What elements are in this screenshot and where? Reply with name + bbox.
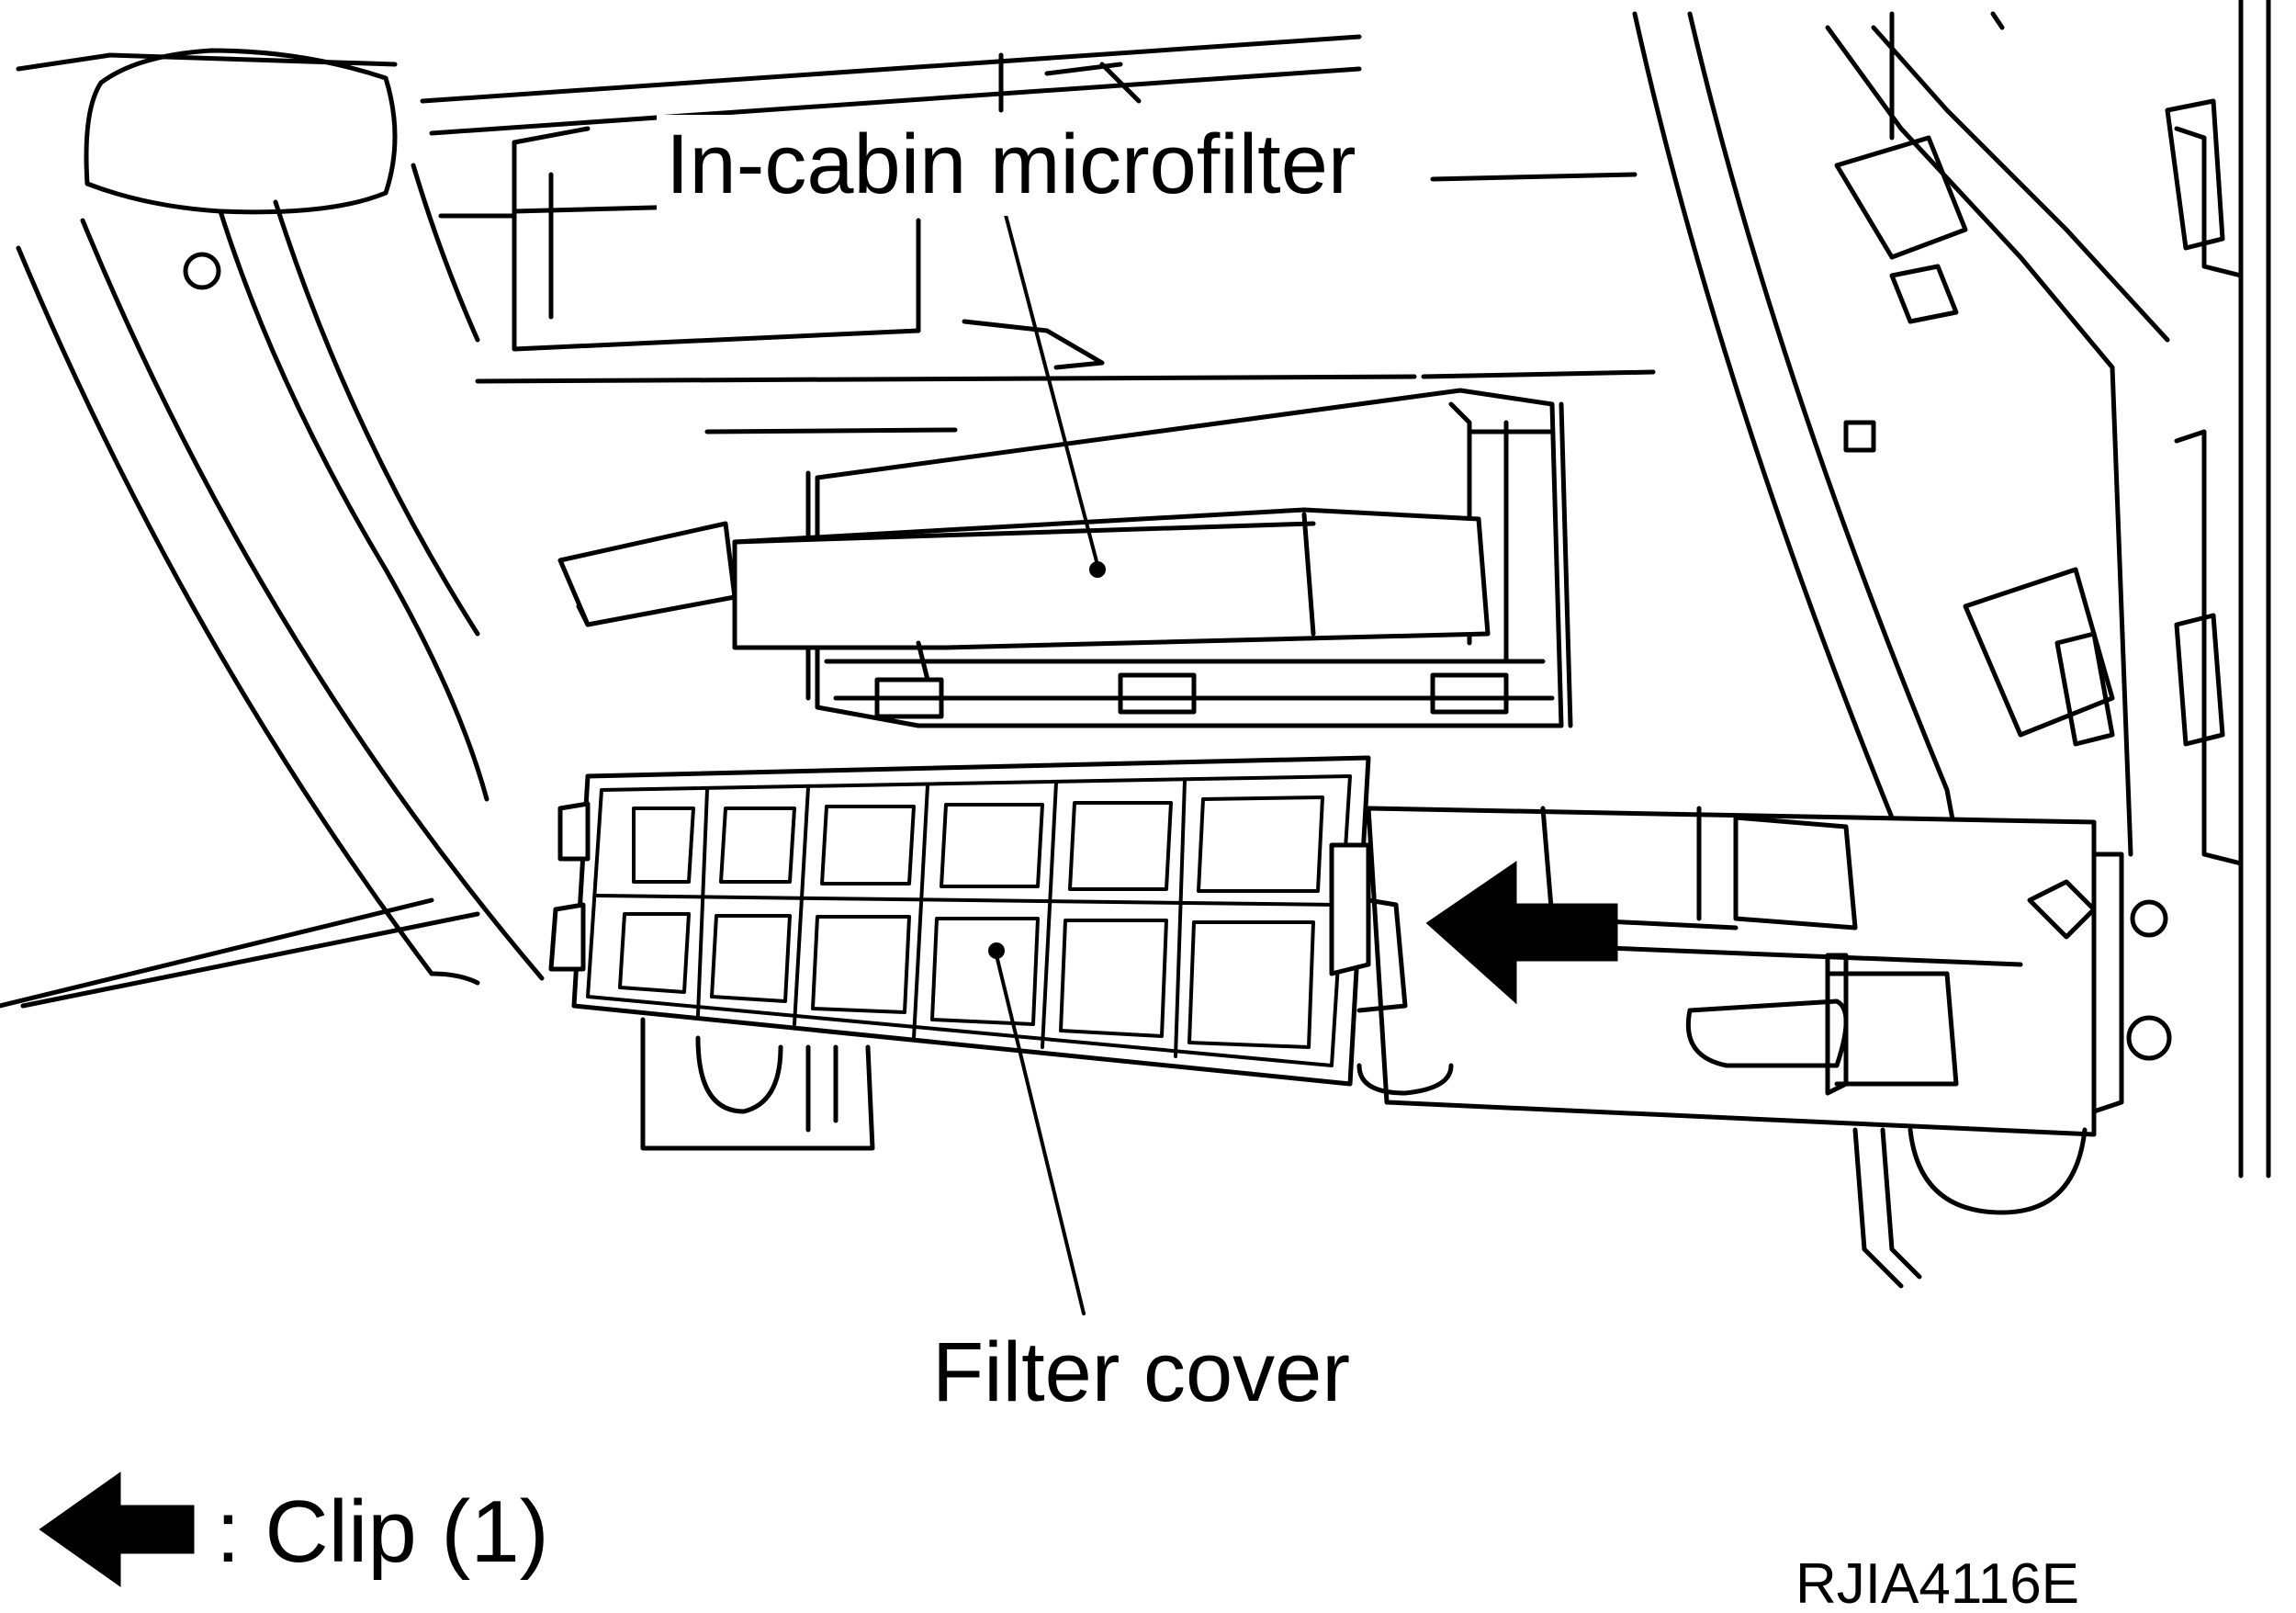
in-cabin-microfilter <box>557 507 1491 682</box>
microfilter-label: In-cabin microfilter <box>666 118 1356 211</box>
dashboard-outline <box>0 0 2271 1289</box>
legend-clip-label: : Clip (1) <box>216 1483 549 1581</box>
clip-arrow-icon <box>1425 861 1618 1005</box>
filter-cover-label: Filter cover <box>932 1325 1350 1419</box>
legend-arrow-icon <box>39 1472 195 1587</box>
filter-cover-leader-line <box>995 953 1086 1315</box>
microfilter-leader-line <box>999 196 1099 567</box>
filter-cover <box>548 755 1454 1151</box>
figure-code: RJIA4116E <box>1795 1552 2079 1613</box>
